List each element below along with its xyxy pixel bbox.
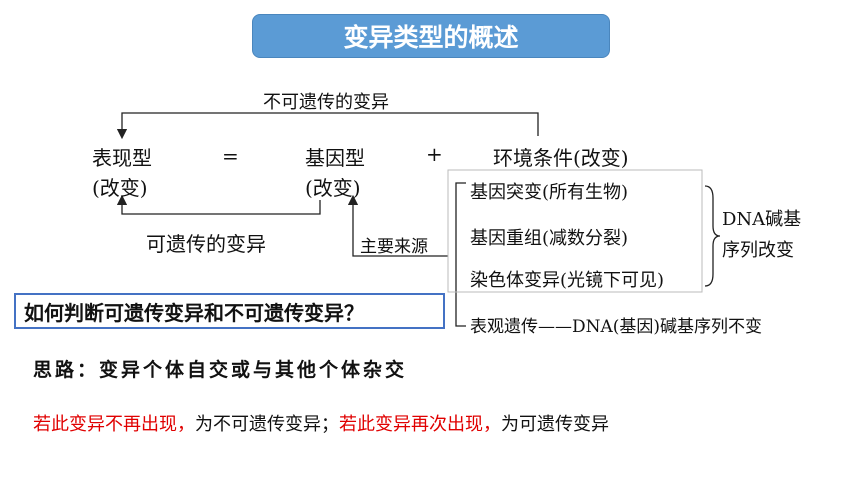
question-text: 如何判断可遗传变异和不可遗传变异？ bbox=[24, 300, 364, 325]
title-banner: 变异类型的概述 bbox=[252, 14, 610, 58]
main-source-label: 主要来源 bbox=[360, 237, 428, 257]
conclusion-red-2: 若此变异再次出现， bbox=[339, 414, 501, 435]
phenotype-label: 表现型 bbox=[92, 146, 152, 170]
brace-label-sequence: 序列改变 bbox=[722, 240, 794, 261]
conclusion-text-1: 为不可遗传变异； bbox=[195, 414, 339, 435]
brace-label-dna: DNA碱基 bbox=[722, 209, 802, 230]
epigenetics-item: 表观遗传——DNA(基因)碱基序列不变 bbox=[470, 317, 763, 337]
equals-sign: = bbox=[222, 144, 239, 168]
phenotype-change: (改变) bbox=[92, 176, 148, 200]
conclusion-line: 若此变异不再出现，为不可遗传变异；若此变异再次出现，为可遗传变异 bbox=[33, 410, 609, 436]
conclusion-text-2: 为可遗传变异 bbox=[501, 414, 609, 435]
list-left-bracket bbox=[455, 182, 466, 327]
list-item: 基因重组(减数分裂) bbox=[470, 228, 629, 249]
genotype-label: 基因型 bbox=[305, 146, 365, 170]
page-title: 变异类型的概述 bbox=[343, 23, 519, 52]
non-heritable-label: 不可遗传的变异 bbox=[263, 92, 389, 113]
list-box bbox=[447, 169, 703, 293]
bottom-arrow bbox=[116, 194, 321, 215]
conclusion-red-1: 若此变异不再出现， bbox=[33, 414, 195, 435]
plus-sign: + bbox=[426, 142, 443, 166]
question-box: 如何判断可遗传变异和不可遗传变异？ bbox=[14, 293, 445, 329]
list-item: 基因突变(所有生物) bbox=[470, 182, 629, 203]
heritable-label: 可遗传的变异 bbox=[146, 232, 266, 256]
source-arrow bbox=[347, 194, 448, 257]
genotype-change: (改变) bbox=[305, 176, 361, 200]
right-brace bbox=[704, 185, 721, 287]
environment-label: 环境条件(改变) bbox=[493, 146, 629, 170]
list-item: 染色体变异(光镜下可见) bbox=[470, 270, 665, 291]
top-arrow bbox=[116, 112, 539, 140]
idea-text: 思路：变异个体自交或与其他个体杂交 bbox=[33, 359, 408, 381]
